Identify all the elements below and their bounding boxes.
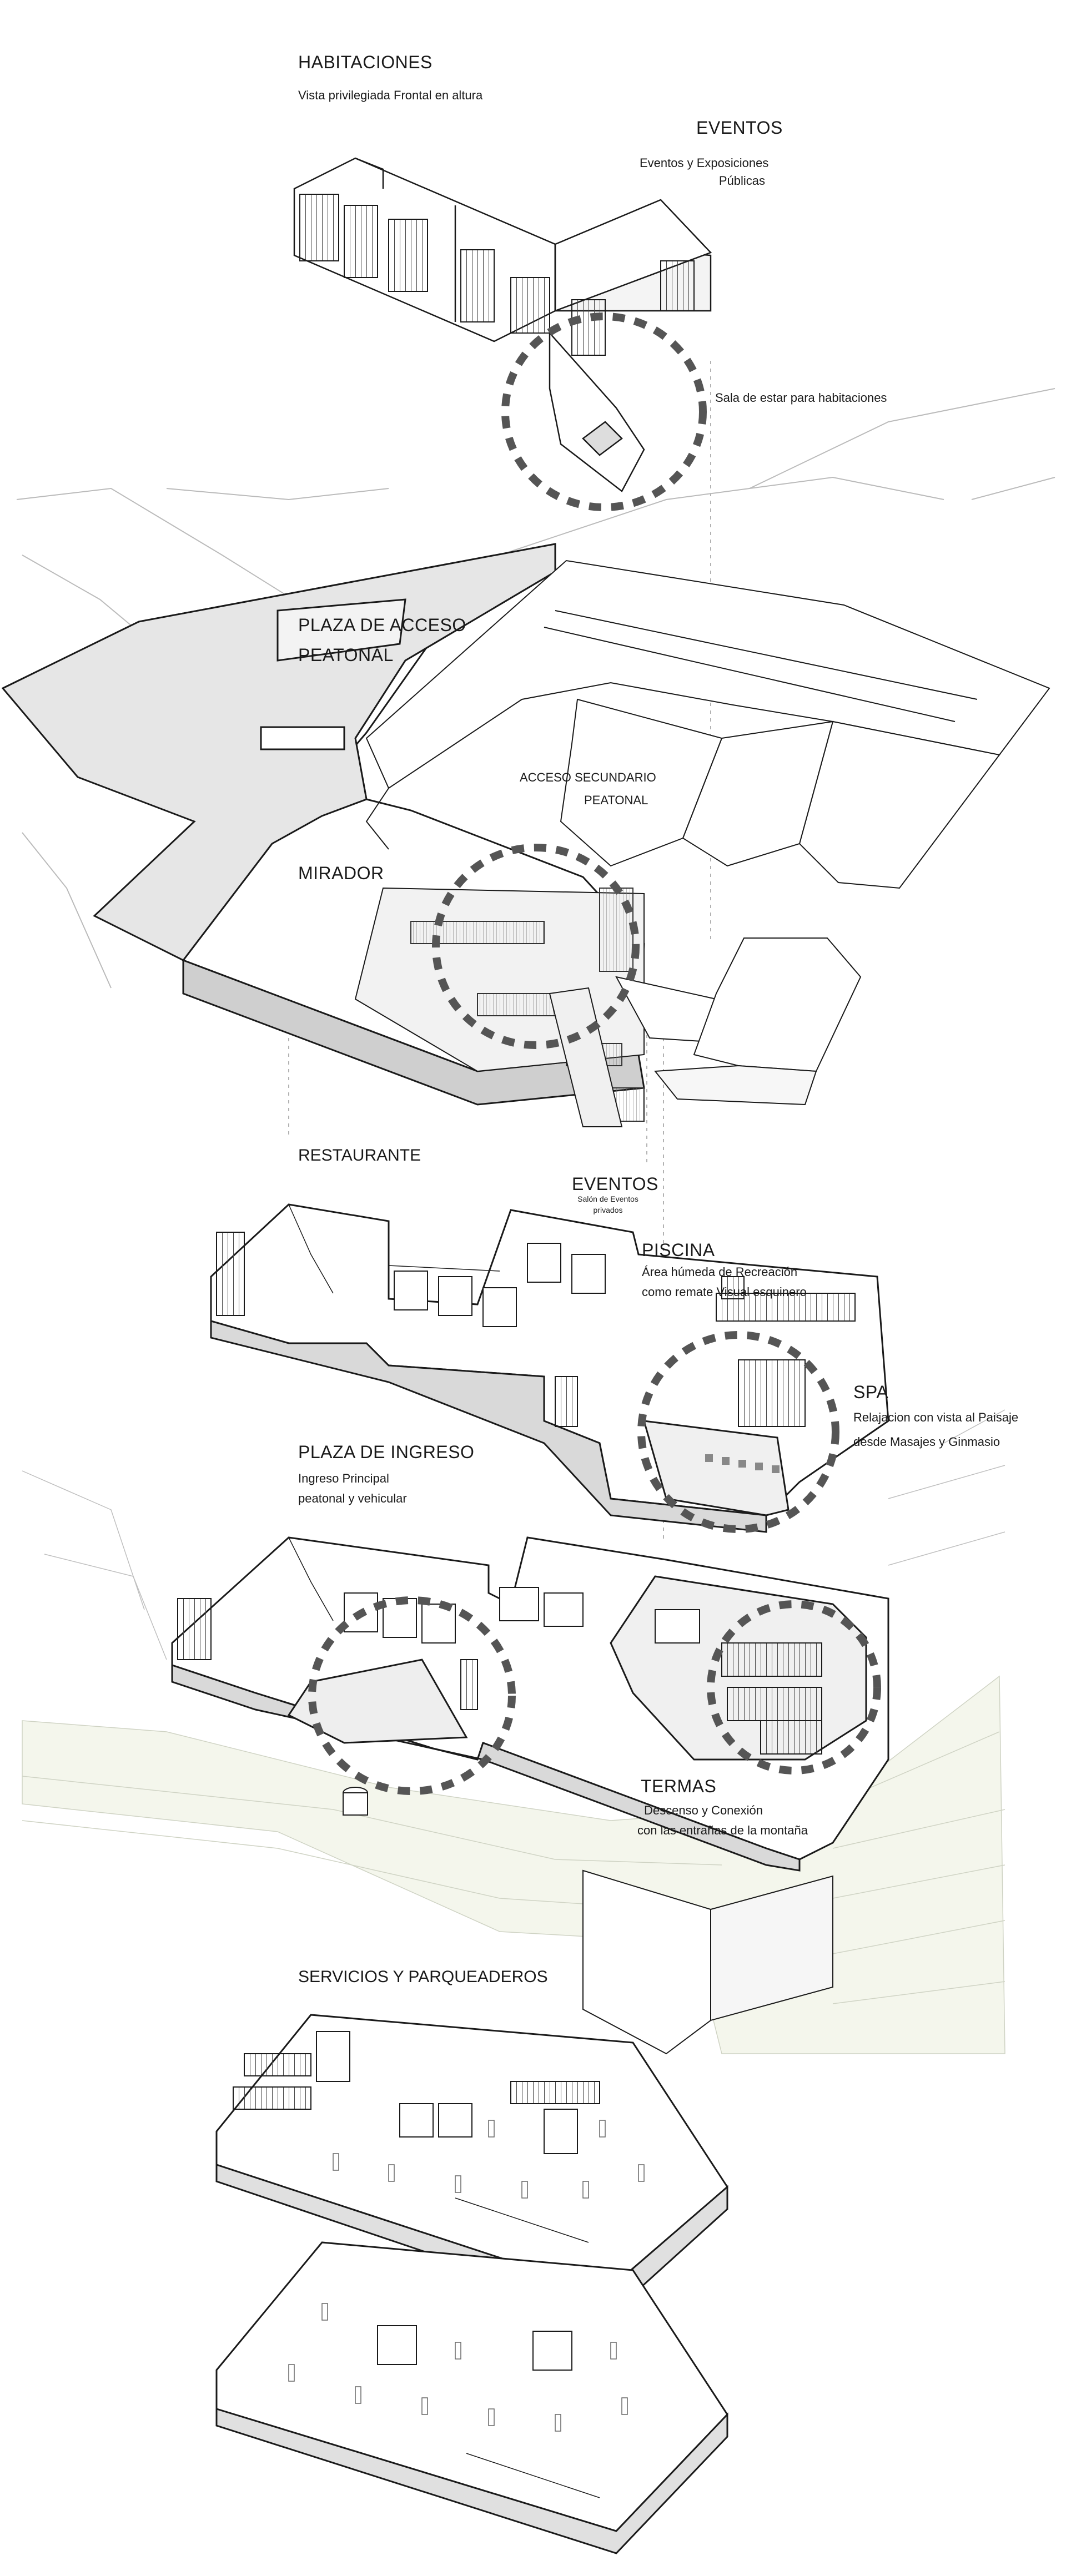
restaurante-level — [210, 1203, 889, 1533]
label-plaza-ingreso-title: PLAZA DE INGRESO — [298, 1442, 475, 1462]
accesso-secundario-wing — [354, 559, 1050, 1127]
label-acceso-secundario-line2: PEATONAL — [584, 793, 648, 807]
label-plaza-ingreso-line1: Ingreso Principal — [298, 1471, 389, 1485]
label-plaza-acceso-line2: PEATONAL — [298, 645, 394, 665]
circle-piscina-spa — [637, 1331, 839, 1533]
label-spa-line1: Relajacion con vista al Paisaje — [853, 1410, 1019, 1424]
parking-hillside — [343, 1787, 833, 2055]
label-servicios-parqueaderos: SERVICIOS Y PARQUEADEROS — [298, 1968, 548, 1986]
label-restaurante: RESTAURANTE — [298, 1146, 421, 1165]
label-termas-line1: Descenso y Conexión — [644, 1803, 763, 1817]
circle-plaza-ingreso — [308, 1596, 516, 1795]
label-acceso-secundario-line1: ACCESO SECUNDARIO — [520, 770, 656, 784]
label-habitaciones-subtitle: Vista privilegiada Frontal en altura — [298, 88, 483, 102]
circle-termas — [707, 1600, 881, 1775]
label-termas-title: TERMAS — [641, 1776, 717, 1796]
label-eventos-top-line1: Eventos y Exposiciones — [640, 156, 769, 170]
circle-mirador — [432, 844, 640, 1049]
label-spa-line2: desde Masajes y Ginmasio — [853, 1435, 1000, 1449]
label-piscina-title: PISCINA — [642, 1240, 715, 1260]
label-eventos-mid-line1: Salón de Eventos — [577, 1194, 638, 1203]
label-eventos-top-title: EVENTOS — [696, 118, 783, 138]
label-habitaciones-title: HABITACIONES — [298, 52, 433, 72]
ingreso-termas-level — [171, 1536, 889, 1872]
label-plaza-ingreso-line2: peatonal y vehicular — [298, 1491, 407, 1505]
label-piscina-line1: Área húmeda de Recreación — [642, 1265, 798, 1279]
highlight-circles — [308, 312, 881, 1795]
label-plaza-acceso-line1: PLAZA DE ACCESO — [298, 615, 466, 635]
parking-level-1 — [215, 2014, 728, 2316]
label-termas-line2: con las entrañas de la montaña — [637, 1823, 808, 1837]
habitaciones-block — [293, 157, 712, 492]
label-eventos-mid-title: EVENTOS — [572, 1174, 658, 1194]
label-spa-title: SPA — [853, 1382, 889, 1402]
circle-sala-estar — [501, 312, 707, 511]
parking-level-2 — [215, 2241, 728, 2554]
label-eventos-top-line2: Públicas — [718, 174, 765, 188]
label-piscina-line2: como remate Visual esquinero — [642, 1285, 807, 1299]
label-sala-estar: Sala de estar para habitaciones — [715, 391, 887, 405]
label-eventos-mid-line2: privados — [593, 1206, 623, 1214]
terrain-contours — [22, 1409, 1005, 1660]
label-mirador: MIRADOR — [298, 863, 384, 883]
